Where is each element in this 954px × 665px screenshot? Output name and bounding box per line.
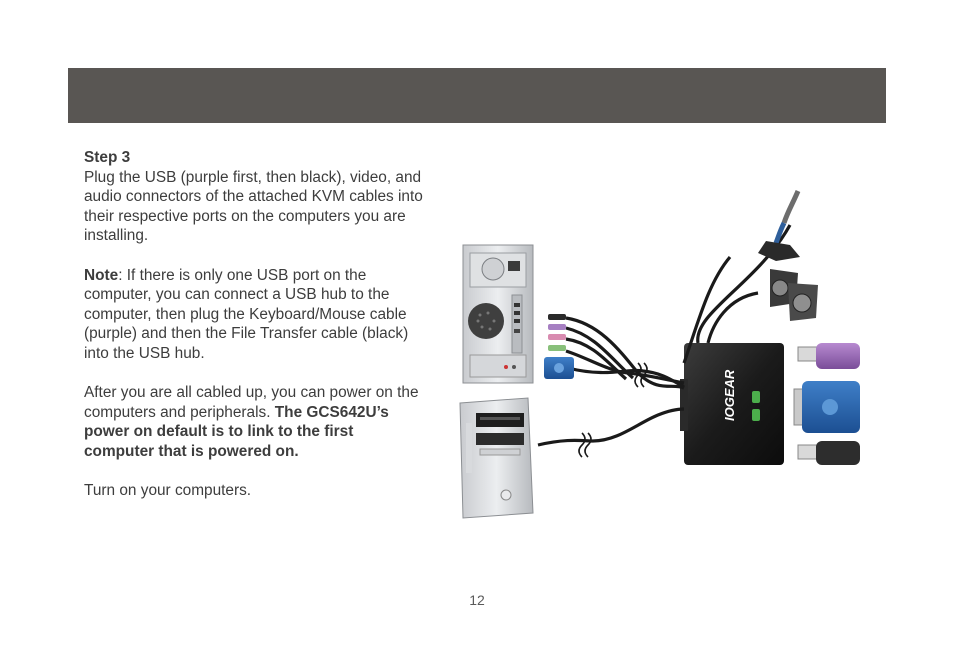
header-bar: [68, 68, 886, 123]
note-label: Note: [84, 266, 119, 284]
power-text: After you are all cabled up, you can pow…: [84, 384, 419, 421]
page-number: 12: [469, 592, 485, 608]
power-default-text: The GCS642U’s power on default is to lin…: [84, 403, 389, 460]
note-body: : If there is only one USB port on the c…: [84, 266, 409, 362]
instruction-text: Step 3 Plug the USB (purple first, then …: [84, 148, 424, 501]
computer-back-icon: [462, 244, 534, 384]
microphone-icon: [758, 190, 801, 261]
kvm-cables: [537, 224, 792, 447]
kvm-brand-logo: IOGEAR: [722, 369, 737, 421]
note-paragraph: Note: If there is only one USB port on t…: [84, 266, 424, 364]
vga-connector-icon: [793, 381, 860, 433]
step-title: Step 3: [84, 149, 131, 166]
kvm-switch-icon: IOGEAR: [680, 343, 784, 465]
cable-break-marks: [578, 362, 648, 458]
computer-side-connectors: [544, 314, 574, 379]
usb-black-connector-icon: [797, 441, 860, 465]
computer-front-icon: [459, 397, 534, 519]
step-body: Plug the USB (purple first, then black),…: [84, 168, 423, 245]
speaker-icon: [770, 269, 818, 321]
power-paragraph: After you are all cabled up, you can pow…: [84, 383, 424, 461]
turn-on-text: Turn on your computers.: [84, 482, 252, 500]
kvm-connection-illustration: IOGEAR: [459, 190, 860, 519]
usb-purple-connector-icon: [797, 343, 860, 369]
